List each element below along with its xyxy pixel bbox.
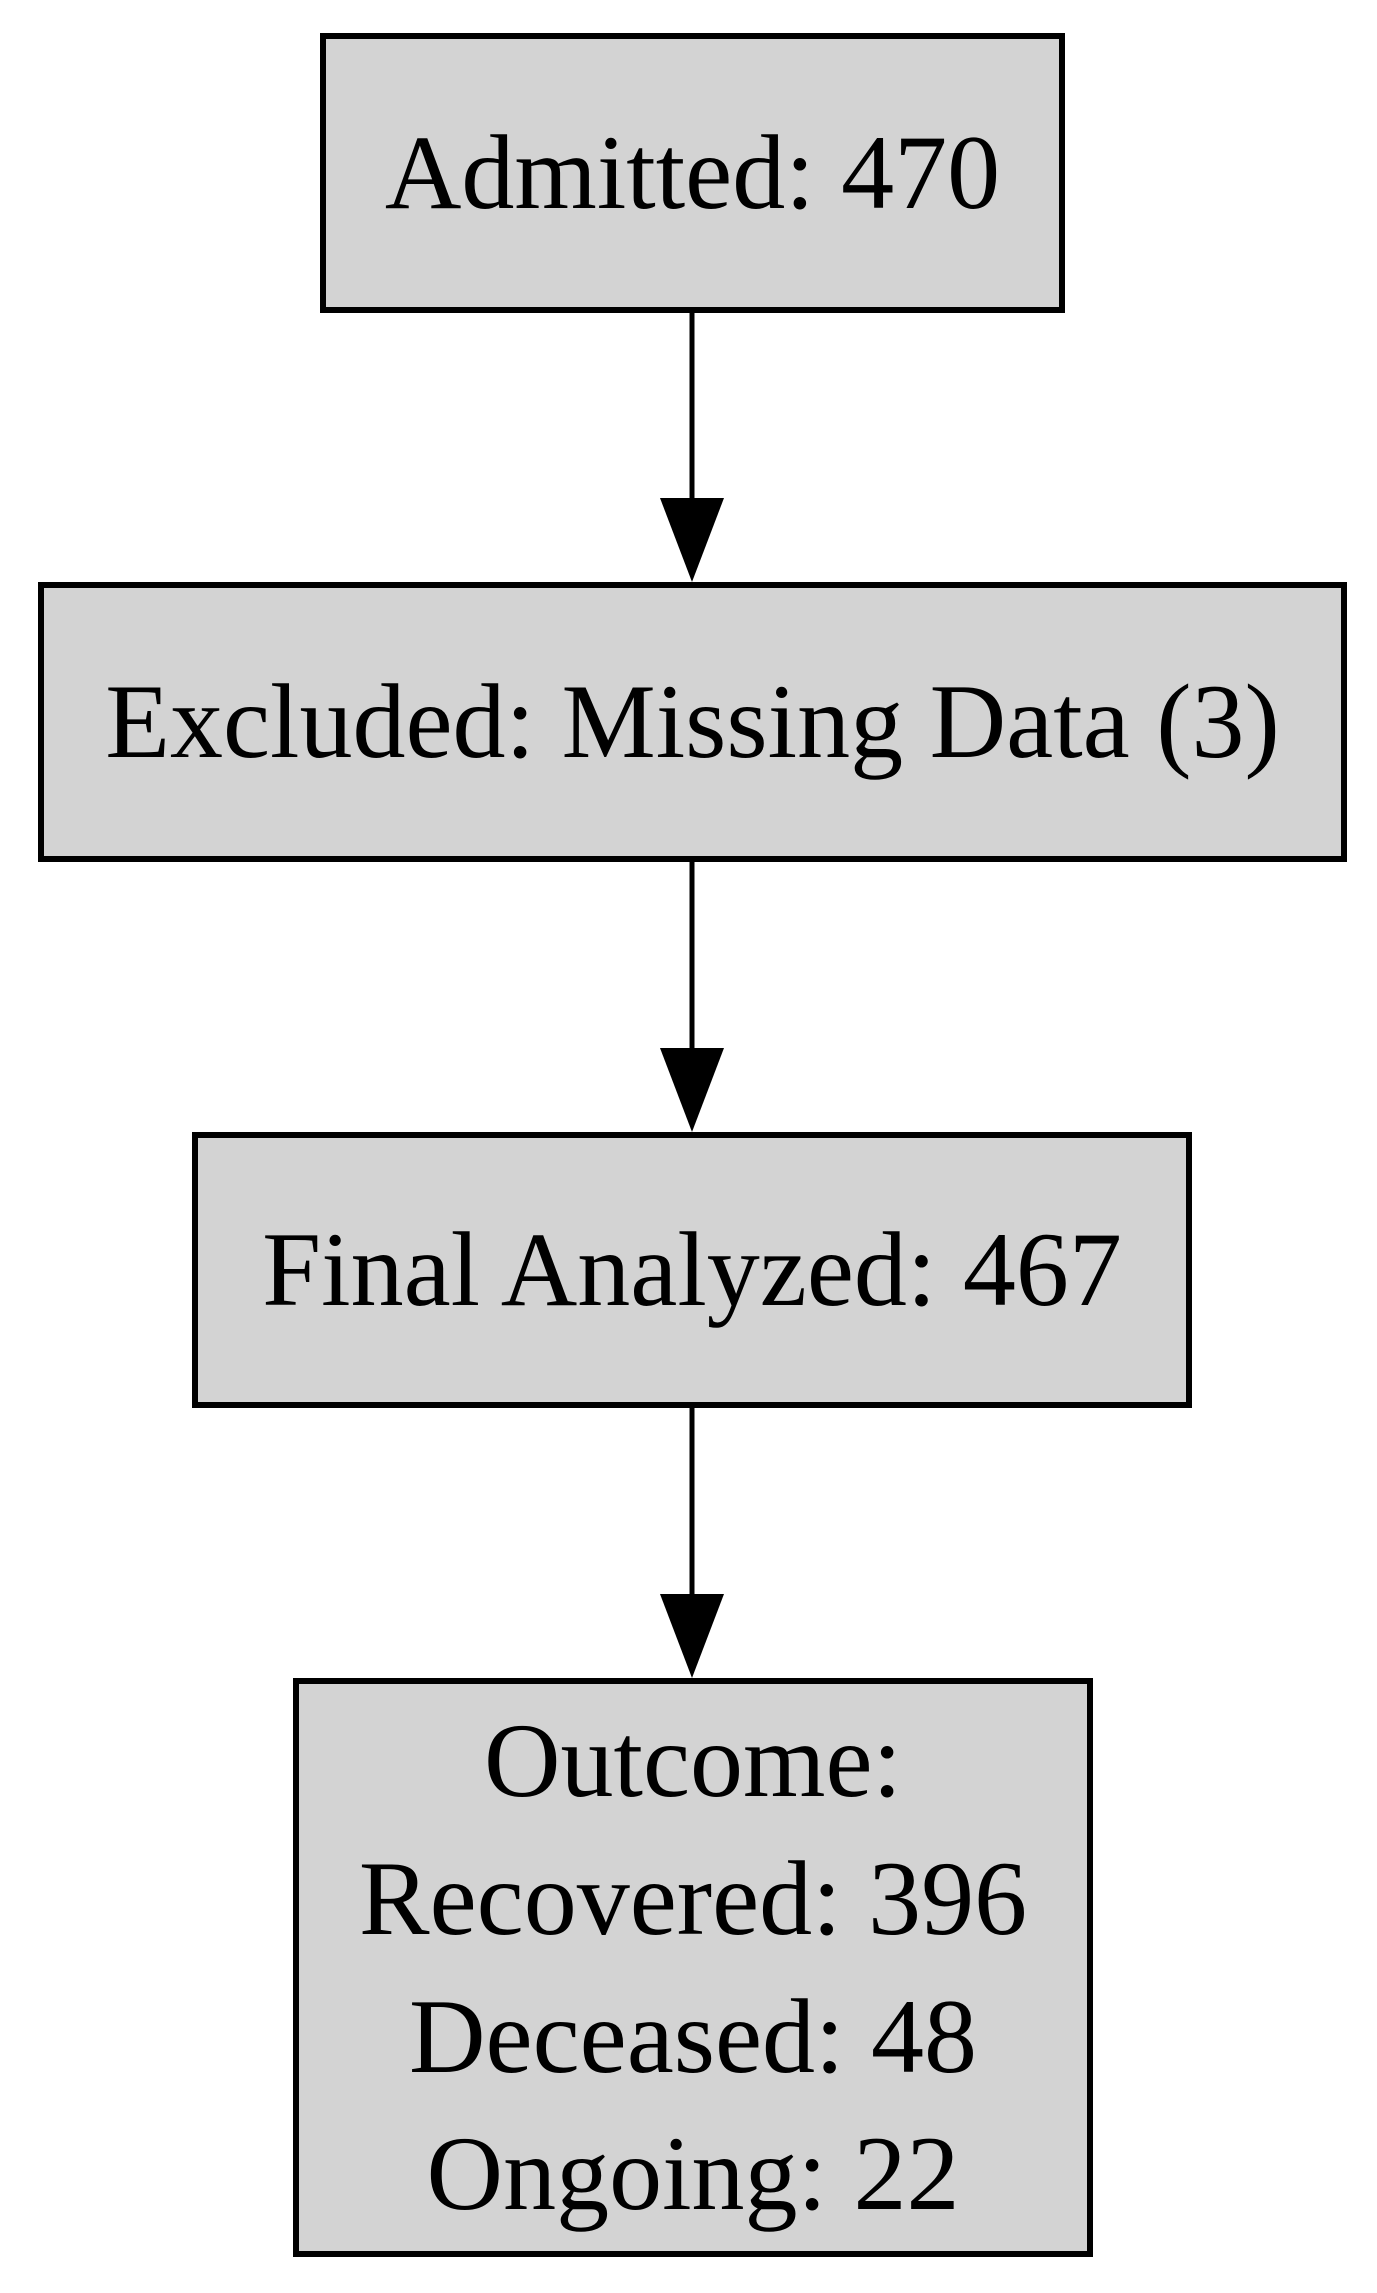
flow-node-admitted-label: Admitted: 470 — [384, 113, 1001, 231]
arrowhead-down-icon — [660, 498, 724, 582]
edge-line — [689, 1403, 695, 1602]
outcome-ongoing-line: Ongoing: 22 — [426, 2115, 960, 2233]
flow-node-excluded: Excluded: Missing Data (3) — [38, 582, 1347, 862]
outcome-deceased-line: Deceased: 48 — [409, 1977, 977, 2095]
outcome-recovered-line: Recovered: 396 — [358, 1839, 1028, 1957]
flow-node-final-analyzed: Final Analyzed: 467 — [192, 1132, 1192, 1408]
arrowhead-down-icon — [660, 1594, 724, 1678]
flow-node-final-analyzed-label: Final Analyzed: 467 — [262, 1210, 1122, 1328]
edge-admitted-to-excluded — [660, 308, 724, 582]
edge-final-to-outcome — [660, 1403, 724, 1678]
flow-node-admitted: Admitted: 470 — [320, 33, 1065, 313]
arrowhead-down-icon — [660, 1048, 724, 1132]
edge-line — [689, 308, 695, 506]
flow-node-outcome: Outcome: Recovered: 396 Deceased: 48 Ong… — [293, 1678, 1093, 2257]
flow-node-excluded-label: Excluded: Missing Data (3) — [105, 662, 1280, 780]
outcome-title-line: Outcome: — [484, 1701, 902, 1819]
edge-excluded-to-final — [660, 857, 724, 1132]
edge-line — [689, 857, 695, 1056]
